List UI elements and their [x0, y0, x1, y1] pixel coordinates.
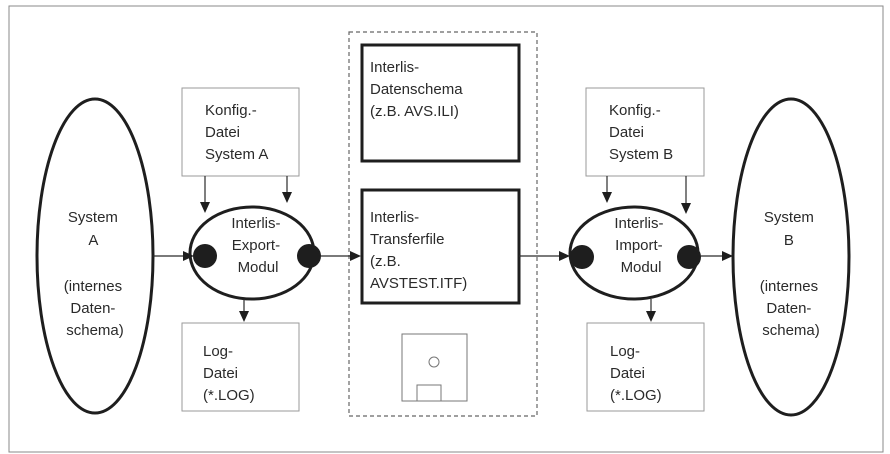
import-output-port [677, 245, 701, 269]
log-file-a-box [181, 322, 300, 412]
interlis-datenschema-box [360, 43, 521, 163]
flow-arrows [153, 176, 733, 322]
config-file-a-label: Konfig.- Datei System A [205, 102, 268, 163]
system-b-label: System B (internes Daten- schema) [760, 209, 823, 339]
import-input-port [570, 245, 594, 269]
system-a-label: System A (internes Daten- schema) [64, 209, 127, 339]
config-file-b-box [585, 87, 705, 177]
import-module-label: Interlis- Import- Modul [614, 215, 667, 276]
interlis-transferfile-box [360, 188, 521, 305]
interlis-datenschema-label: Interlis- Datenschema (z.B. AVS.ILI) [370, 59, 467, 120]
config-file-b-label: Konfig.- Datei System B [609, 102, 673, 163]
transfer-container [348, 31, 538, 417]
log-file-b-box [586, 322, 705, 412]
log-file-a-label: Log- Datei (*.LOG) [203, 343, 255, 404]
floppy-disk-icon [401, 333, 468, 402]
export-output-port [297, 244, 321, 268]
system-a-ellipse [35, 97, 155, 415]
config-file-a-box [181, 87, 300, 177]
outer-frame [8, 5, 884, 453]
export-input-port [193, 244, 217, 268]
log-file-b-label: Log- Datei (*.LOG) [610, 343, 662, 404]
interlis-transferfile-label: Interlis- Transferfile (z.B. AVSTEST.ITF… [370, 209, 467, 292]
system-b-ellipse [731, 97, 851, 417]
export-module-label: Interlis- Export- Modul [231, 215, 284, 276]
